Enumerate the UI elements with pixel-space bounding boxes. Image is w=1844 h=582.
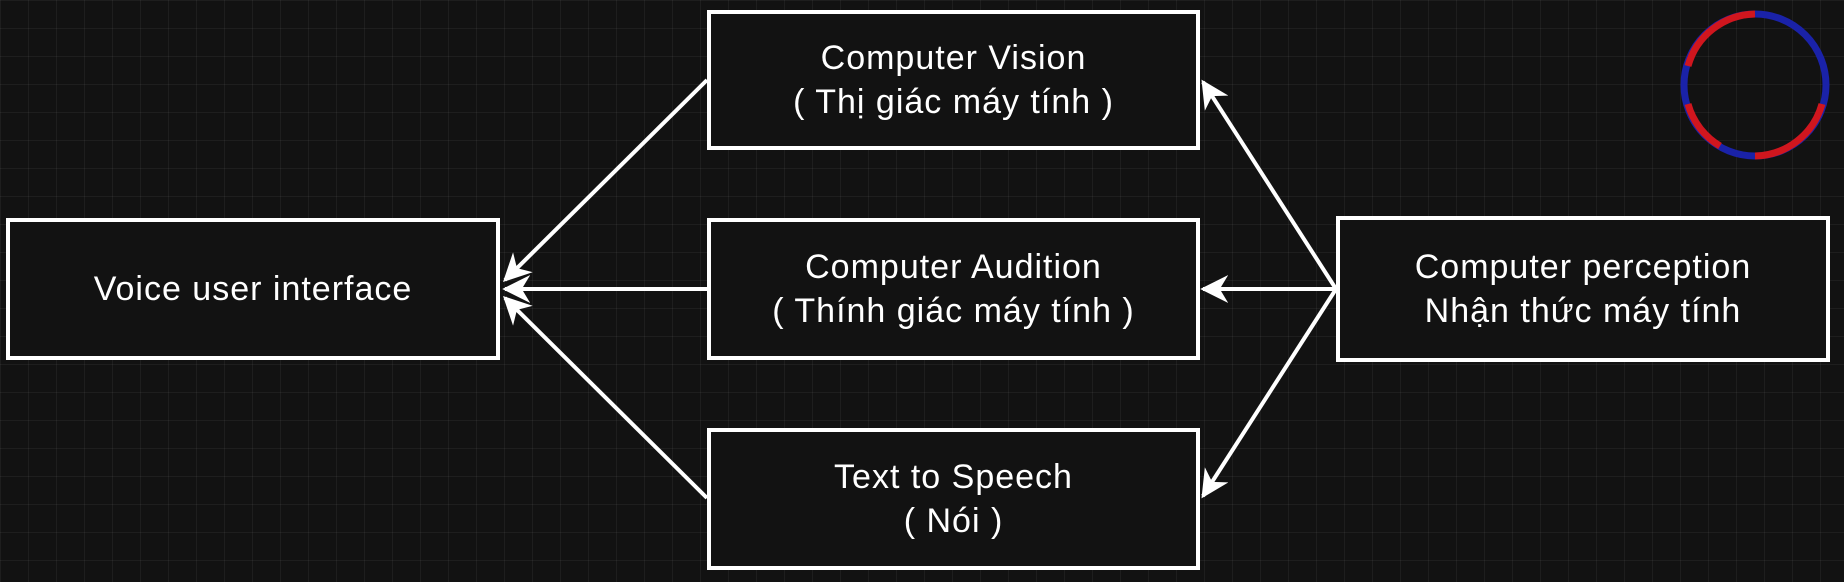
- node-text-to-speech-title: Text to Speech: [834, 458, 1073, 496]
- node-computer-perception-title: Computer perception: [1414, 248, 1752, 286]
- node-computer-perception[interactable]: Computer perception Nhận thức máy tính: [1336, 216, 1830, 362]
- node-voice-user-interface[interactable]: Voice user interface: [6, 218, 500, 360]
- node-text-to-speech[interactable]: Text to Speech ( Nói ): [707, 428, 1200, 570]
- node-computer-audition-title: Computer Audition: [805, 248, 1102, 286]
- node-computer-vision[interactable]: Computer Vision ( Thị giác máy tính ): [707, 10, 1200, 150]
- node-voice-user-interface-label: Voice user interface: [93, 270, 413, 308]
- node-computer-audition-subtitle: ( Thính giác máy tính ): [772, 292, 1135, 330]
- node-text-to-speech-subtitle: ( Nói ): [903, 502, 1004, 540]
- node-computer-perception-subtitle: Nhận thức máy tính: [1424, 292, 1742, 330]
- edge-vision-to-voice-ui: [503, 78, 709, 282]
- edge-perception-to-tts: [1201, 287, 1338, 499]
- node-computer-vision-title: Computer Vision: [820, 39, 1087, 77]
- edge-tts-to-voice-ui: [503, 296, 709, 500]
- edge-perception-to-vision: [1201, 79, 1338, 291]
- node-computer-audition[interactable]: Computer Audition ( Thính giác máy tính …: [707, 218, 1200, 360]
- node-computer-vision-subtitle: ( Thị giác máy tính ): [793, 83, 1114, 121]
- status-ring-icon: [1680, 10, 1830, 160]
